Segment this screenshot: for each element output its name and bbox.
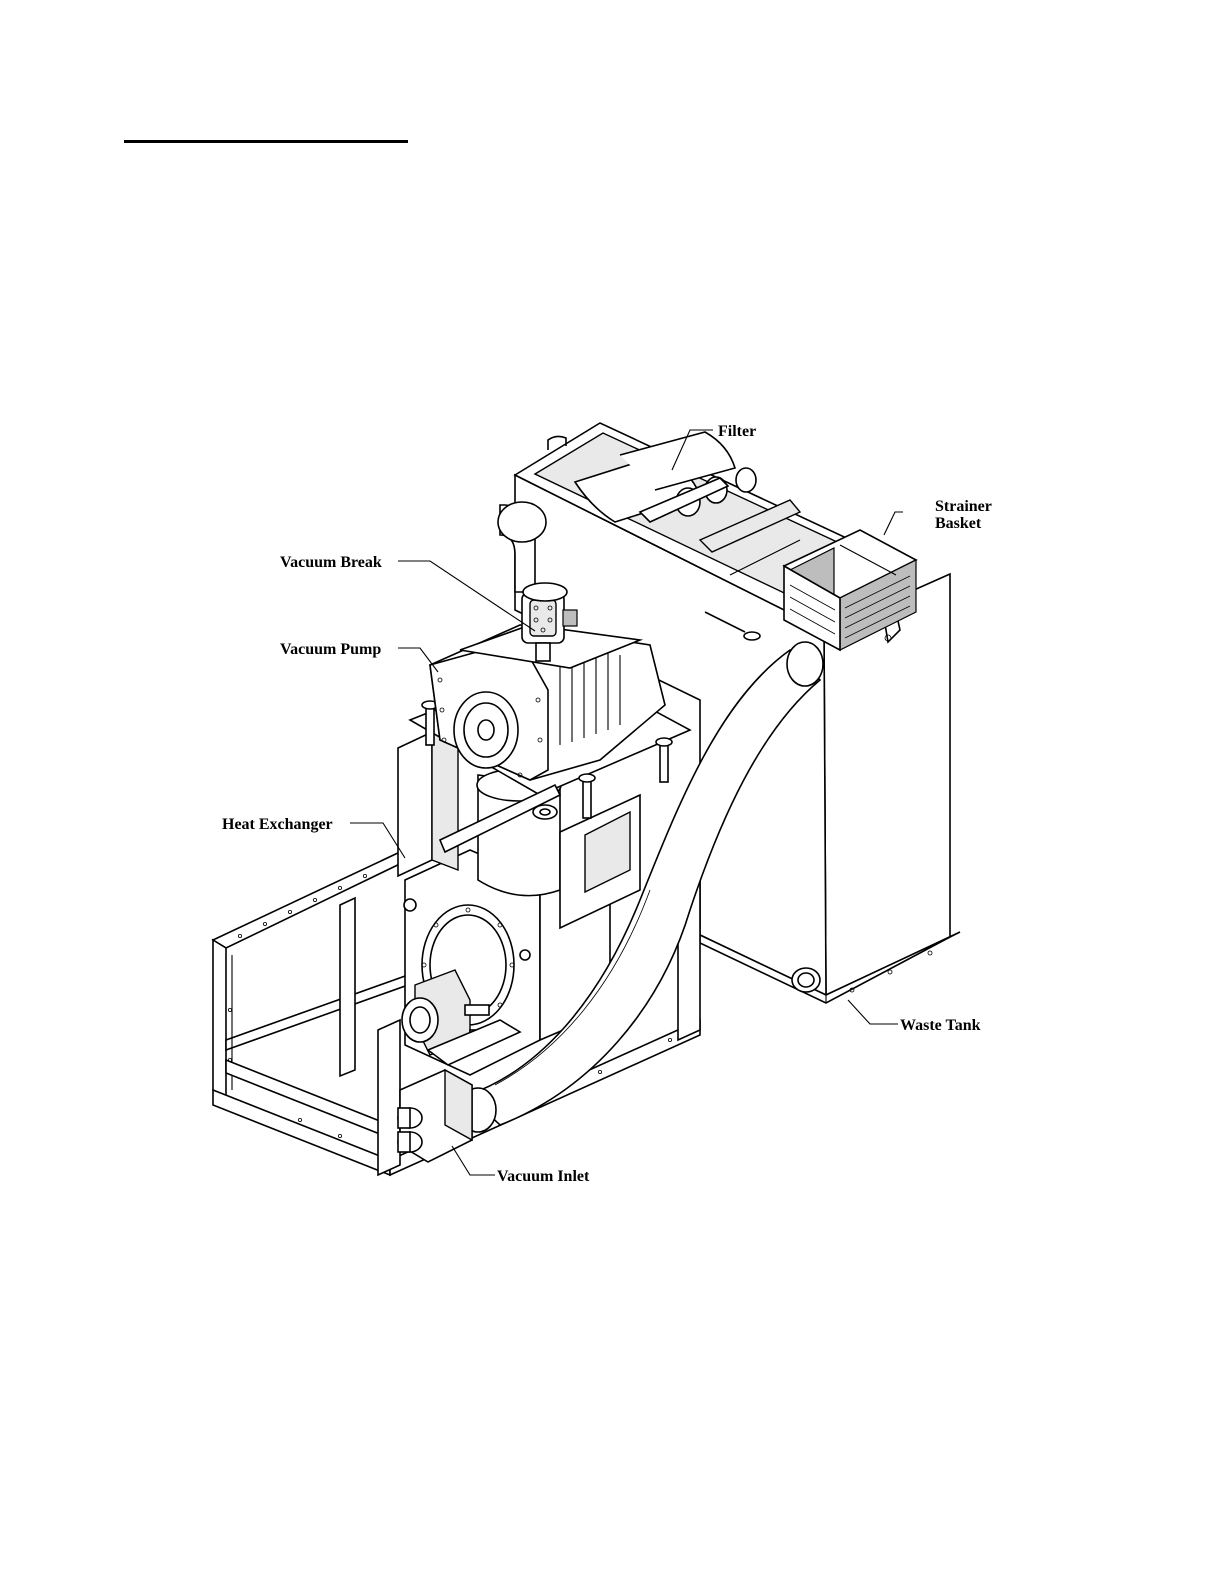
- label-strainer-basket-line2: Basket: [935, 515, 982, 532]
- label-vacuum-break: Vacuum Break: [280, 554, 382, 571]
- label-heat-exchanger: Heat Exchanger: [222, 816, 333, 833]
- label-waste-tank: Waste Tank: [900, 1017, 981, 1034]
- label-vacuum-pump: Vacuum Pump: [280, 641, 381, 658]
- label-filter: Filter: [718, 423, 756, 440]
- vacuum-inlet: [398, 1070, 472, 1162]
- drain-fitting: [792, 968, 820, 992]
- label-strainer-basket-line1: Strainer: [935, 498, 992, 515]
- label-vacuum-inlet: Vacuum Inlet: [497, 1168, 590, 1185]
